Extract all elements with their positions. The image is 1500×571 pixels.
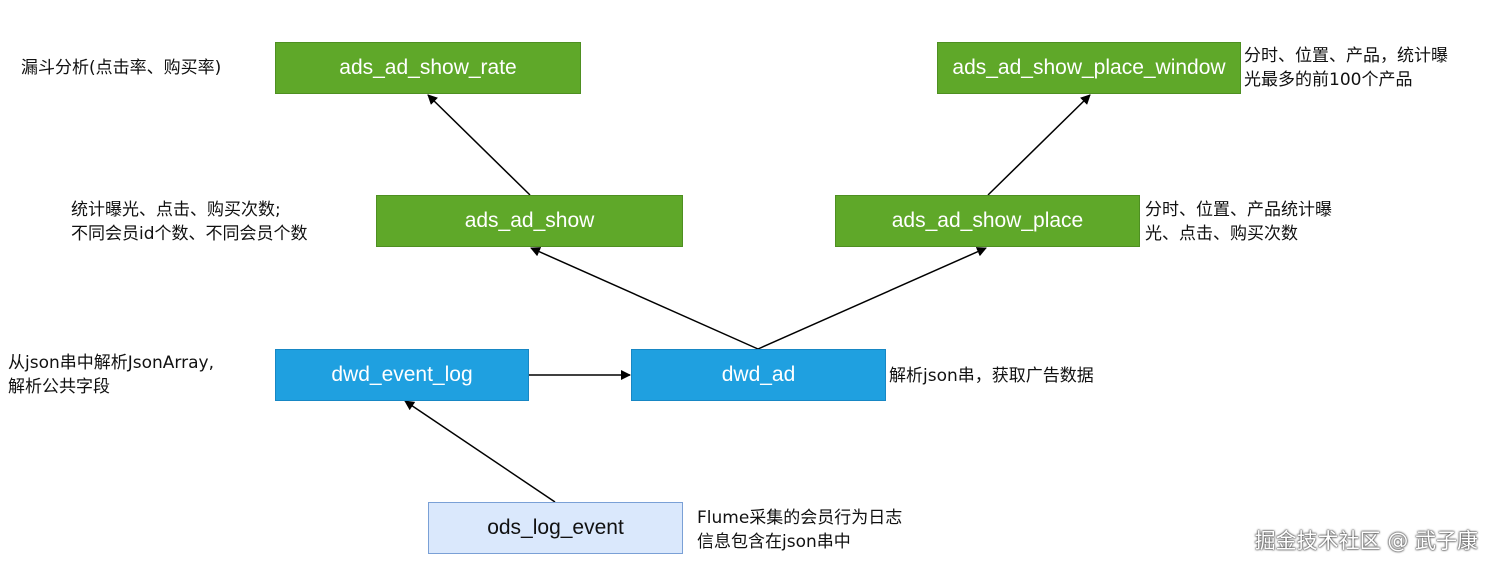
note-ods-log-event: Flume采集的会员行为日志 信息包含在json串中: [697, 506, 902, 554]
node-ads-ad-show-place[interactable]: ads_ad_show_place: [835, 195, 1140, 247]
note-funnel-analysis: 漏斗分析(点击率、购买率): [21, 56, 221, 80]
node-dwd-event-log[interactable]: dwd_event_log: [275, 349, 529, 401]
note-dwd-event-log: 从json串中解析JsonArray, 解析公共字段: [8, 351, 214, 399]
note-line: 从json串中解析JsonArray,: [8, 353, 214, 373]
note-ads-ad-show-place: 分时、位置、产品统计曝 光、点击、购买次数: [1145, 198, 1332, 246]
node-label: ads_ad_show: [464, 209, 595, 232]
node-label: dwd_ad: [721, 363, 796, 386]
note-line: 光、点击、购买次数: [1145, 224, 1298, 244]
note-line: 分时、位置、产品统计曝: [1145, 200, 1332, 220]
note-line: 信息包含在json串中: [697, 532, 851, 552]
note-line: 漏斗分析(点击率、购买率): [21, 58, 222, 78]
node-dwd-ad[interactable]: dwd_ad: [631, 349, 886, 401]
node-label: ods_log_event: [487, 516, 624, 539]
note-line: 统计曝光、点击、购买次数;: [71, 200, 281, 220]
edge-ods-to-dwd-event-log: [404, 400, 556, 503]
note-line: 不同会员id个数、不同会员个数: [71, 224, 308, 244]
node-ads-ad-show-place-window[interactable]: ads_ad_show_place_window: [937, 42, 1241, 94]
node-ads-ad-show[interactable]: ads_ad_show: [376, 195, 683, 247]
note-line: 解析json串，获取广告数据: [889, 366, 1094, 386]
node-label: ads_ad_show_place_window: [952, 56, 1226, 79]
edge-dwd-ad-to-ads-ad-show-place: [757, 247, 987, 350]
note-line: 解析公共字段: [8, 377, 110, 397]
note-dwd-ad: 解析json串，获取广告数据: [889, 364, 1094, 388]
node-ods-log-event[interactable]: ods_log_event: [428, 502, 683, 554]
edge-dwd-ad-to-ads-ad-show: [530, 247, 759, 350]
node-label: ads_ad_show_place: [891, 209, 1084, 232]
note-line: Flume采集的会员行为日志: [697, 508, 903, 528]
node-ads-ad-show-rate[interactable]: ads_ad_show_rate: [275, 42, 581, 94]
note-show-place-window: 分时、位置、产品，统计曝 光最多的前100个产品: [1244, 44, 1448, 92]
note-ads-ad-show: 统计曝光、点击、购买次数; 不同会员id个数、不同会员个数: [71, 198, 308, 246]
edge-ads-ad-show-place-to-window: [987, 94, 1091, 196]
watermark: 掘金技术社区 @ 武子康: [1254, 529, 1478, 553]
note-line: 分时、位置、产品，统计曝: [1244, 46, 1448, 66]
node-label: ads_ad_show_rate: [339, 56, 517, 79]
node-label: dwd_event_log: [331, 363, 473, 386]
edge-ads-ad-show-to-ads-ad-show-rate: [427, 94, 531, 196]
note-line: 光最多的前100个产品: [1244, 70, 1413, 90]
